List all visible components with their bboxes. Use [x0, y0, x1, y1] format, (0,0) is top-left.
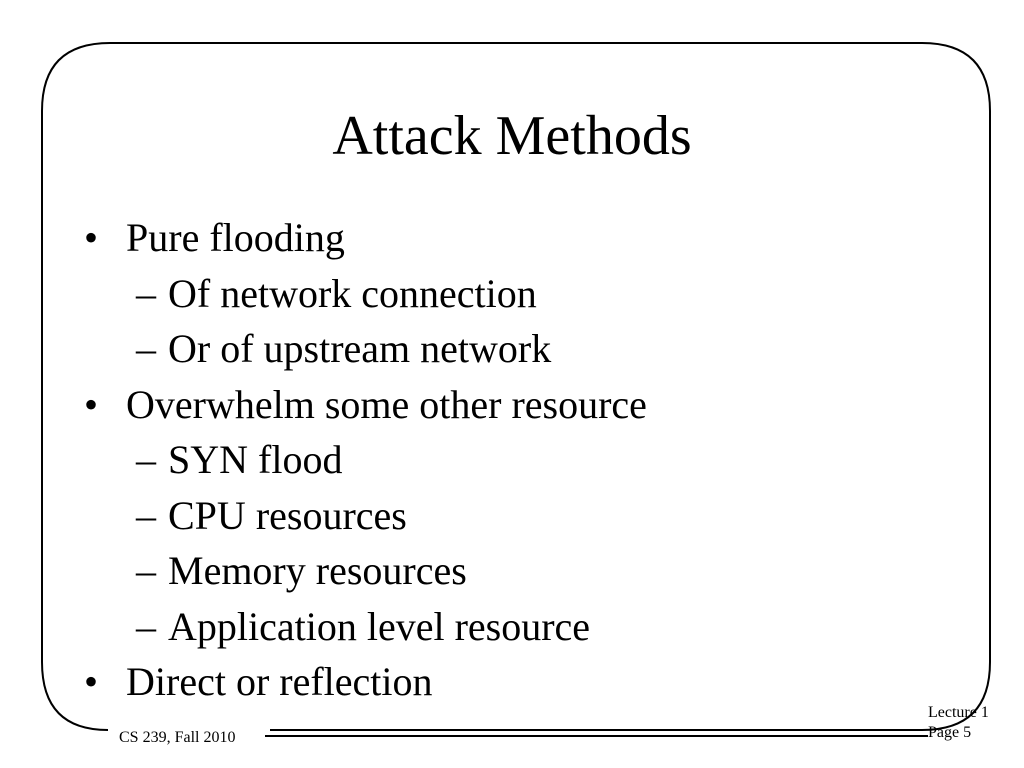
bullet-item: • Pure flooding [84, 210, 647, 266]
dash-marker: – [136, 548, 156, 593]
footer-course: CS 239, Fall 2010 [119, 729, 236, 746]
dash-marker: – [136, 326, 156, 371]
sub-bullet-text: Memory resources [168, 548, 467, 593]
sub-bullet-item: –Or of upstream network [84, 321, 647, 377]
sub-bullet-item: –Of network connection [84, 266, 647, 322]
sub-bullet-text: Of network connection [168, 270, 537, 316]
sub-bullet-text: SYN flood [168, 437, 343, 482]
sub-bullet-item: –SYN flood [84, 432, 647, 488]
footer-lecture: Lecture 1 [928, 704, 989, 721]
dash-marker: – [136, 603, 156, 649]
bullet-marker: • [84, 215, 99, 260]
bullet-marker: • [84, 659, 99, 704]
bullet-list: •Pure flooding –Of network connection –O… [84, 210, 647, 710]
dash-marker: – [136, 437, 156, 482]
sub-bullet-text: CPU resources [168, 492, 407, 538]
sub-bullet-text: Or of upstream network [168, 326, 552, 371]
sub-bullet-item: –Application level resource [84, 599, 647, 655]
dash-marker: – [136, 270, 156, 316]
sub-bullet-text: Application level resource [168, 603, 591, 649]
bullet-text: Direct or reflection [126, 659, 433, 704]
footer-page-info: Lecture 1 Page 5 [928, 703, 989, 743]
sub-bullet-item: –CPU resources [84, 488, 647, 544]
slide-title: Attack Methods [332, 105, 692, 167]
bullet-text: Overwhelm some other resource [126, 381, 647, 427]
bullet-item: • Overwhelm some other resource [84, 377, 647, 433]
dash-marker: – [136, 492, 156, 538]
bullet-item: • Direct or reflection [84, 654, 647, 710]
footer-page-number: Page 5 [928, 724, 972, 741]
sub-bullet-item: –Memory resources [84, 543, 647, 599]
bullet-text: Pure flooding [126, 215, 345, 260]
bullet-marker: • [84, 381, 99, 427]
